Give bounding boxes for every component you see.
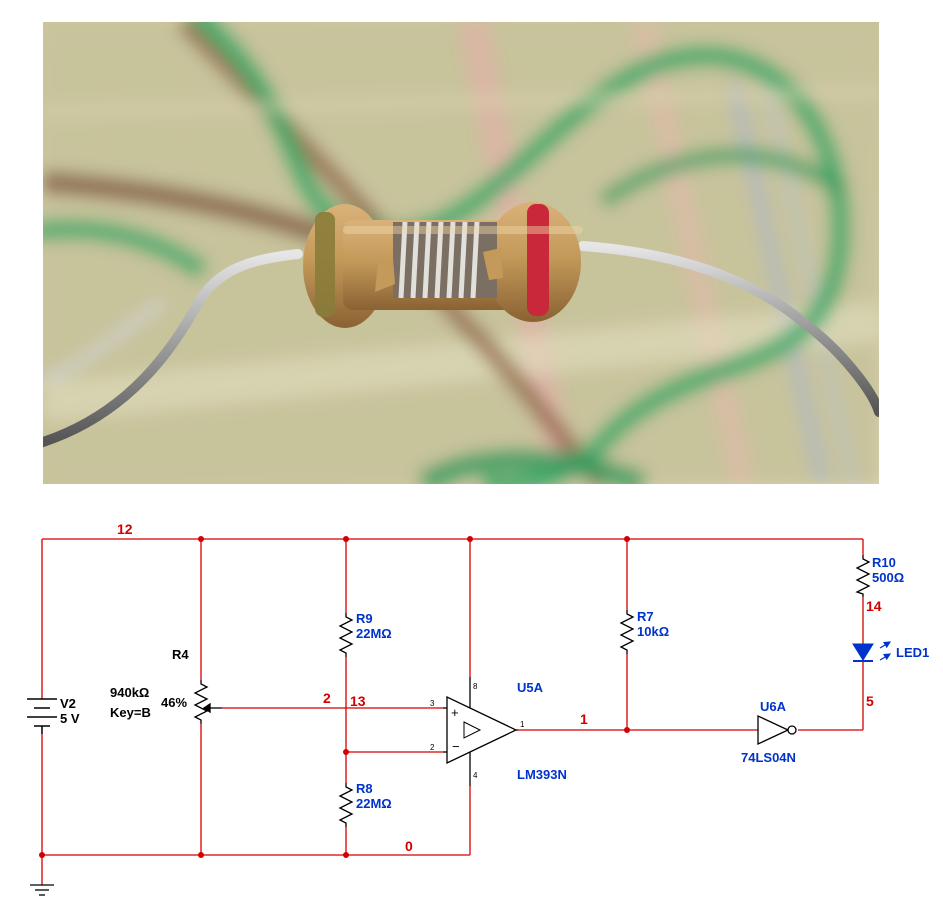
net-label-14: 14 (866, 598, 882, 614)
r9-value: 22MΩ (356, 626, 392, 641)
wires (41, 538, 864, 885)
r4-ref: R4 (172, 647, 189, 662)
net-label-12: 12 (117, 521, 133, 537)
resistor-body (303, 202, 583, 328)
r10-ref: R10 (872, 555, 896, 570)
net-label-5: 5 (866, 693, 874, 709)
r4-key: Key=B (110, 705, 151, 720)
net-label-13: 13 (350, 693, 366, 709)
net-label-0: 0 (405, 838, 413, 854)
r8-ref: R8 (356, 781, 373, 796)
resistor-photo (43, 22, 879, 484)
u5a-pin-8: 8 (473, 682, 478, 691)
resistor-r9-icon (338, 613, 354, 657)
v2-value: 5 V (60, 711, 80, 726)
led1-ref: LED1 (896, 645, 929, 660)
resistor-r10-icon (855, 555, 871, 597)
u6a-ref: U6A (760, 699, 787, 714)
svg-text:−: − (452, 739, 460, 754)
ground-icon (30, 884, 54, 896)
u5a-pin-2: 2 (430, 743, 435, 752)
led-icon (852, 641, 892, 686)
net-label-2: 2 (323, 690, 331, 706)
u6a-part: 74LS04N (741, 750, 796, 765)
u5a-part: LM393N (517, 767, 567, 782)
u5a-pin-3: 3 (430, 699, 435, 708)
r4-percent: 46% (161, 695, 187, 710)
u5a-pin-4: 4 (473, 771, 478, 780)
u5a-ref: U5A (517, 680, 544, 695)
battery-icon (27, 698, 57, 734)
svg-text:+: + (451, 705, 459, 720)
r4-value: 940kΩ (110, 685, 149, 700)
comparator-icon: + − (443, 677, 518, 786)
resistor-r7-icon (619, 610, 635, 654)
junctions (39, 536, 630, 858)
u5a-pin-1: 1 (520, 720, 525, 729)
v2-ref: V2 (60, 696, 76, 711)
potentiometer-icon (193, 680, 222, 724)
resistor-r8-icon (338, 783, 354, 827)
r10-value: 500Ω (872, 570, 904, 585)
r9-ref: R9 (356, 611, 373, 626)
r8-value: 22MΩ (356, 796, 392, 811)
r7-value: 10kΩ (637, 624, 669, 639)
net-label-1: 1 (580, 711, 588, 727)
inverter-icon (757, 714, 797, 746)
r7-ref: R7 (637, 609, 654, 624)
